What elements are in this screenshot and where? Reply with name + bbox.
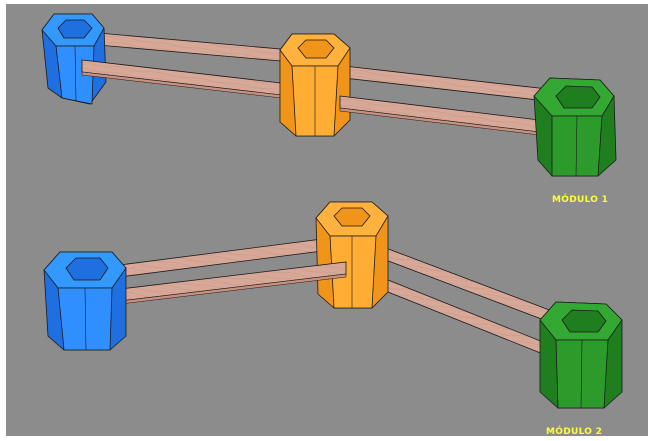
- module-2: MÓDULO 2: [43, 201, 623, 437]
- module-1: MÓDULO 1: [41, 13, 617, 205]
- blue-hex-post-icon-2: [43, 251, 127, 351]
- module-2-label: MÓDULO 2: [546, 425, 602, 437]
- green-hex-post-icon: [533, 77, 617, 177]
- orange-hex-post-icon: [279, 33, 351, 137]
- orange-hex-post-icon-2: [315, 201, 389, 309]
- green-hex-post-icon-2: [539, 301, 623, 409]
- blue-hex-post-icon: [41, 13, 107, 105]
- module-1-label: MÓDULO 1: [552, 193, 608, 205]
